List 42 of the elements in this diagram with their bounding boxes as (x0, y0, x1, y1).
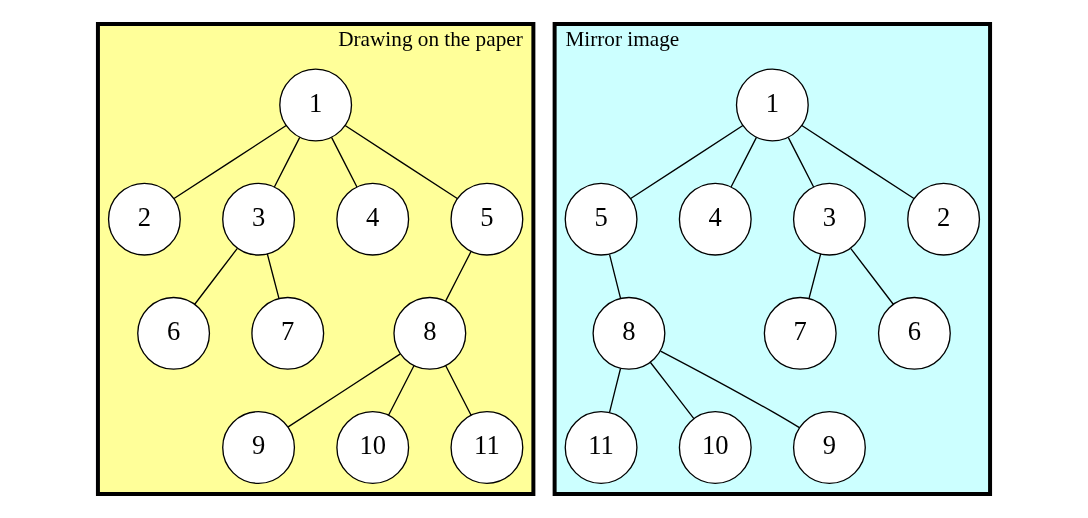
connector (608, 368, 622, 413)
connector (273, 136, 301, 188)
node-circle: 7 (251, 296, 325, 370)
node-circle: 4 (336, 182, 410, 256)
node-circle: 2 (107, 182, 181, 256)
node-circle: 11 (450, 411, 524, 485)
connector (649, 361, 695, 420)
connector (787, 136, 815, 188)
connector (850, 247, 894, 305)
connector (344, 124, 458, 200)
node-circle: 5 (450, 182, 524, 256)
node-circle: 6 (137, 296, 211, 370)
node-circle: 6 (877, 296, 951, 370)
connector (801, 124, 915, 200)
node-circle: 8 (393, 296, 467, 370)
node-circle: 10 (678, 411, 752, 485)
node-circle: 7 (763, 296, 837, 370)
node-circle: 8 (592, 296, 666, 370)
connector (444, 250, 472, 302)
connector (266, 253, 280, 300)
node-circle: 5 (564, 182, 638, 256)
node-circle: 3 (222, 182, 296, 256)
connector (387, 365, 415, 416)
node-circle: 2 (907, 182, 981, 256)
connector (730, 136, 758, 188)
node-circle: 1 (279, 68, 353, 142)
node-circle: 3 (792, 182, 866, 256)
node-circle: 4 (678, 182, 752, 256)
connector (330, 136, 358, 188)
node-circle: 9 (792, 411, 866, 485)
connector (630, 124, 744, 200)
connector (608, 253, 622, 299)
connector (287, 353, 402, 428)
connector (808, 253, 822, 300)
node-circle: 11 (564, 411, 638, 485)
node-circle: 1 (735, 68, 809, 142)
connector (194, 247, 238, 305)
node-circle: 9 (222, 411, 296, 485)
connector (173, 124, 287, 200)
connector (659, 350, 801, 429)
connector (445, 365, 472, 416)
node-circle: 10 (336, 411, 410, 485)
